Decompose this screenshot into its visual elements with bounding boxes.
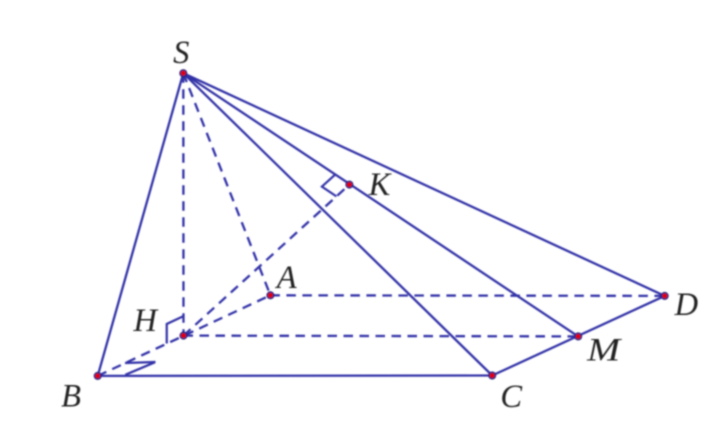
svg-text:C: C [500,379,522,415]
svg-text:S: S [173,35,189,71]
svg-text:B: B [61,378,81,414]
svg-text:K: K [368,167,393,203]
svg-text:A: A [275,260,297,296]
svg-text:M: M [586,332,623,368]
svg-text:H: H [133,303,159,339]
svg-text:D: D [674,287,698,323]
